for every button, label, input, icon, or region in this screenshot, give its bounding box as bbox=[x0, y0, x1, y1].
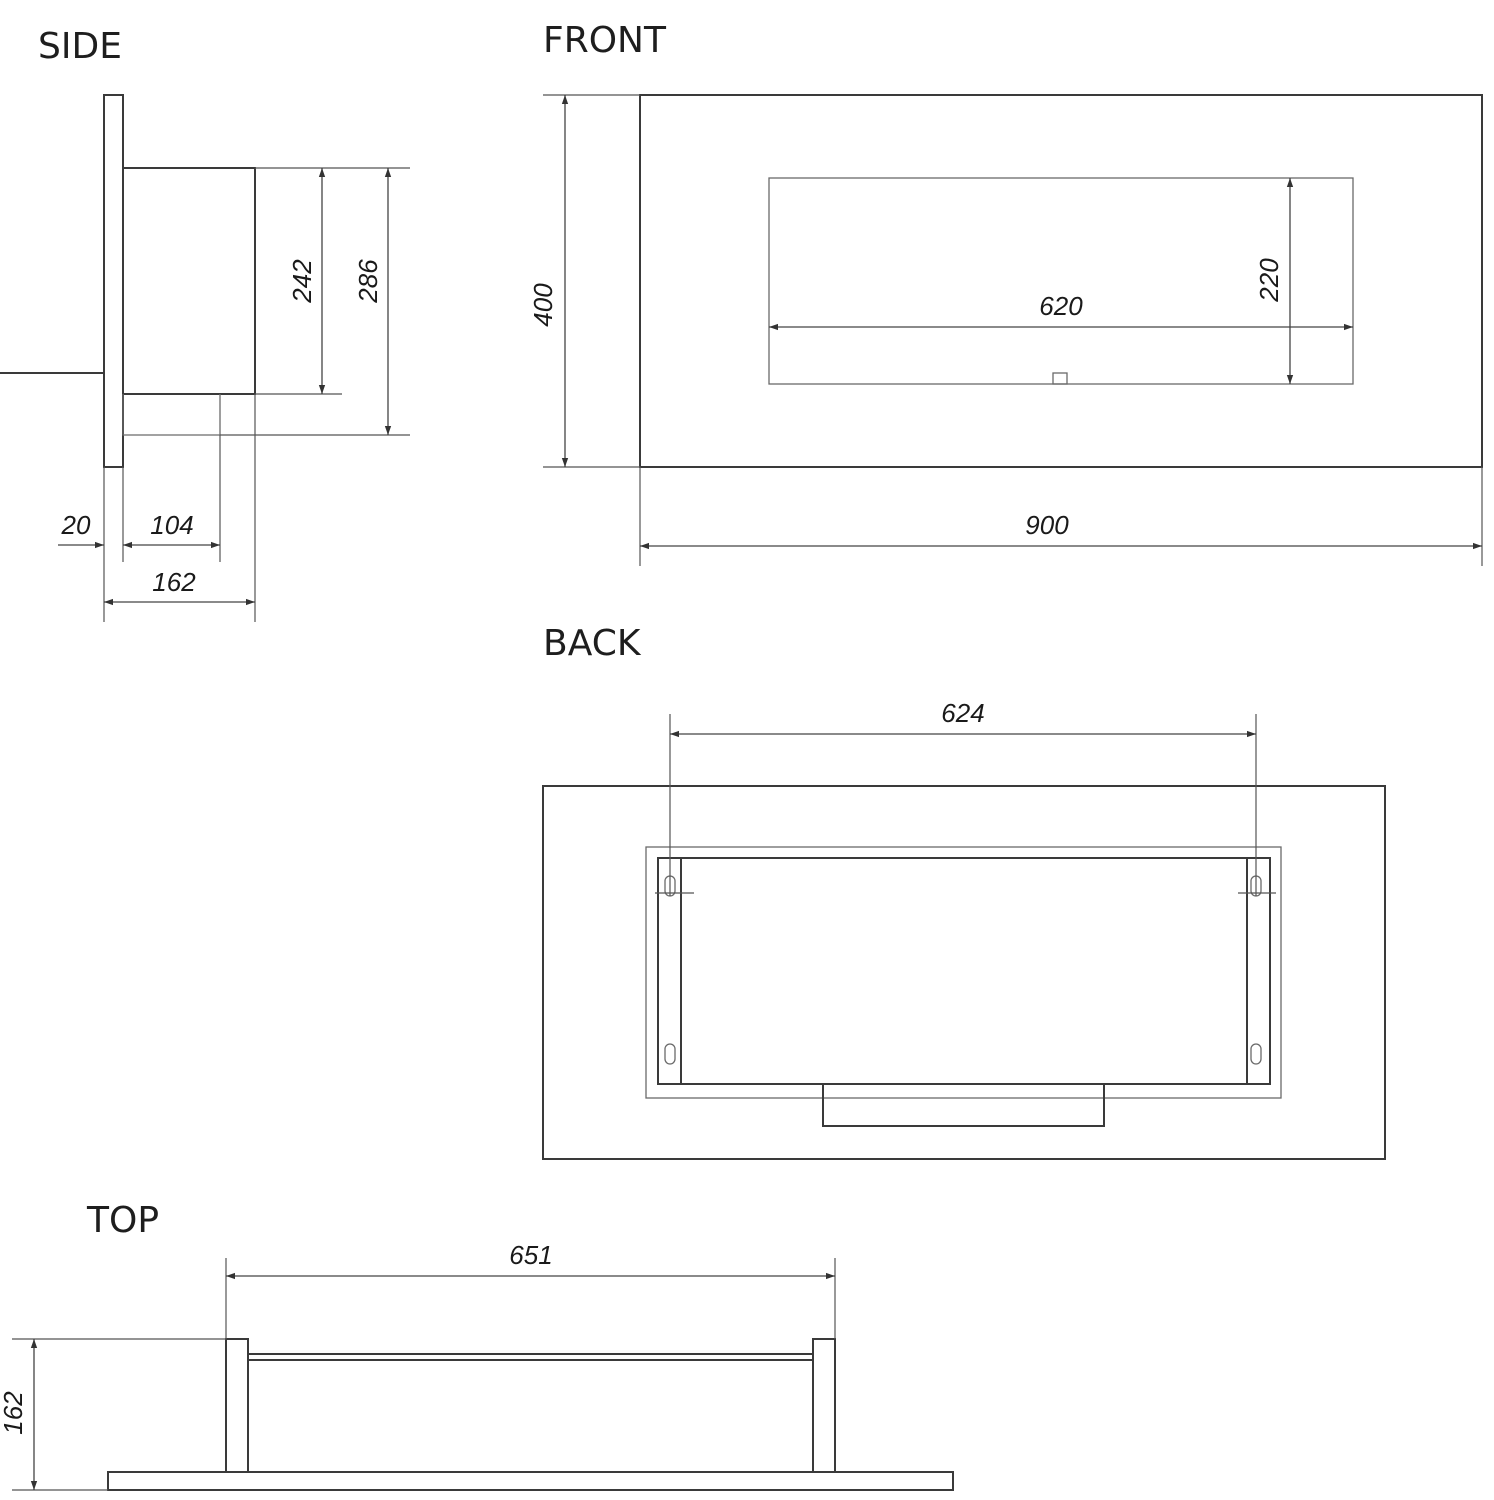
top-left-post bbox=[225, 1338, 249, 1473]
back-view: BACK 624 bbox=[542, 623, 1386, 1160]
top-dim-651-label: 651 bbox=[509, 1240, 552, 1270]
top-base-plate bbox=[107, 1471, 954, 1491]
back-slot-bottom-left bbox=[664, 1043, 676, 1065]
side-dim-286-label: 286 bbox=[353, 259, 383, 304]
side-view: SIDE 242 286 20 104 162 bbox=[0, 26, 410, 622]
side-view-title: SIDE bbox=[38, 26, 122, 67]
top-dim-162-label: 162 bbox=[0, 1391, 28, 1435]
front-burner-tab bbox=[1052, 372, 1068, 385]
top-view-title: TOP bbox=[86, 1200, 159, 1241]
back-bracket-inner bbox=[657, 857, 1271, 1085]
back-bracket-outer bbox=[645, 846, 1282, 1099]
back-view-title: BACK bbox=[543, 623, 642, 664]
front-dim-220-label: 220 bbox=[1254, 258, 1284, 303]
side-dim-242-label: 242 bbox=[287, 259, 317, 304]
back-slot-bottom-right bbox=[1250, 1043, 1262, 1065]
side-dim-162-label: 162 bbox=[152, 567, 196, 597]
front-outer-frame bbox=[639, 94, 1483, 468]
top-back-panel bbox=[247, 1353, 814, 1361]
back-lower-box bbox=[822, 1083, 1105, 1127]
side-dim-20-label: 20 bbox=[61, 510, 91, 540]
top-right-post bbox=[812, 1338, 836, 1473]
front-dim-900-label: 900 bbox=[1025, 510, 1069, 540]
side-burner-box bbox=[122, 394, 221, 436]
back-outer-plate bbox=[542, 785, 1386, 1160]
side-body bbox=[122, 167, 256, 395]
back-dim-624-label: 624 bbox=[941, 698, 984, 728]
front-dim-620-label: 620 bbox=[1039, 291, 1083, 321]
side-dim-104-label: 104 bbox=[150, 510, 193, 540]
front-view: FRONT 400 620 220 900 bbox=[528, 20, 1483, 566]
side-front-plate bbox=[103, 94, 124, 468]
front-dim-400-label: 400 bbox=[528, 283, 558, 327]
front-view-title: FRONT bbox=[543, 20, 667, 61]
top-view: TOP 651 162 bbox=[0, 1200, 954, 1491]
